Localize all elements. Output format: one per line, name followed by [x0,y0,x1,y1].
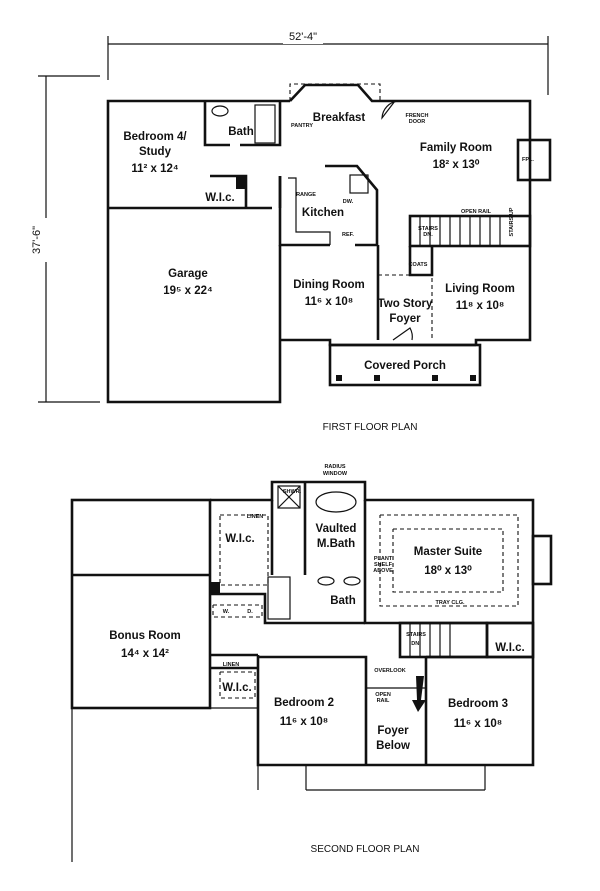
note-fireplace: FPL. [522,157,534,163]
room-bath-label: Bath [228,126,254,138]
second-floor-walls [70,480,553,862]
note-rail: RAIL [377,698,390,704]
room-breakfast-label: Breakfast [313,112,366,124]
note-shower: SHWR. [283,489,302,495]
note-french: FRENCH [406,113,429,119]
room-dining-size: 11⁶ x 10⁸ [305,296,353,308]
note-window: WINDOW [323,471,348,477]
second-floor-labels: W.I.c. Vaulted M.Bath Master Suite 18⁰ x… [109,464,524,855]
note-stairs-up: STAIRS UP [509,207,515,236]
width-dimension-label: 52'-4" [289,31,317,43]
note-above: ABOVE [373,568,393,574]
room-porch-label: Covered Porch [364,360,446,372]
depth-dimension-label: 37'-6" [31,226,43,254]
room-living-size: 11⁸ x 10⁸ [456,300,505,312]
note-washer: W. [223,609,230,615]
room-bed3-wic-label: W.I.c. [495,642,524,654]
second-floor-title: SECOND FLOOR PLAN [311,844,420,855]
room-bedroom3-size: 11⁶ x 10⁸ [454,718,502,730]
room-dining-label: Dining Room [293,279,365,291]
first-floor-labels: Bedroom 4/ Study 11² x 12⁴ Bath Breakfas… [123,112,534,433]
room-bed2-wic-label: W.I.c. [222,682,251,694]
room-bedroom4-label2: Study [139,146,172,158]
room-master-label: Master Suite [414,546,482,558]
dimension-width: 52'-4" [107,30,549,95]
note-radius: RADIUS [324,464,345,470]
room-mbath-label2: M.Bath [317,538,355,550]
room-foyer-label: Two Story [378,298,433,310]
room-bedroom2-size: 11⁶ x 10⁸ [280,716,328,728]
note-door: DOOR [409,119,426,125]
room-wic-label: W.I.c. [205,192,234,204]
room-mbath-label: Vaulted [316,523,357,535]
note-linen: LINEN [247,514,264,520]
first-floor-walls [106,83,552,404]
note-overlook: OVERLOOK [374,668,406,674]
note-open-rail: OPEN RAIL [461,209,492,215]
room-bedroom4-label: Bedroom 4/ [123,131,187,143]
note-dishwasher: DW. [343,199,354,205]
note-stairs-dn: DN. [423,232,433,238]
room-foyer-label2: Foyer [389,313,421,325]
room-foyer-below-label: Foyer [377,725,409,737]
room-living-label: Living Room [445,283,515,295]
room-master-size: 18⁰ x 13⁰ [424,564,472,577]
note-open: OPEN [375,692,391,698]
note-coats: COATS [409,262,428,268]
room-bedroom2-label: Bedroom 2 [274,697,334,709]
dimension-depth: 37'-6" [31,75,100,403]
room-bonus-size: 14⁴ x 14² [121,648,169,660]
room-foyer-below-label2: Below [376,740,410,752]
note-tray-ceiling: TRAY CLG. [435,600,465,606]
room-garage-label: Garage [168,268,208,280]
note-stairs: STAIRS [418,226,438,232]
note-refrigerator: REF. [342,232,354,238]
room-garage-size: 19⁵ x 22⁴ [163,285,213,297]
note-range: RANGE [296,192,316,198]
note-pantry: PANTRY [291,123,313,129]
note-linen2: LINEN [223,662,240,668]
room-family-label: Family Room [420,142,492,154]
note-plant: PLANT [374,556,393,562]
room-family-size: 18² x 13⁰ [433,158,480,171]
overlook-arrow-icon [412,676,426,712]
room-bedroom3-label: Bedroom 3 [448,698,508,710]
room-bath2-label: Bath [330,595,356,607]
room-bonus-label: Bonus Room [109,630,181,642]
note-shelf: SHELF [374,562,393,568]
note-dryer: D. [247,609,253,615]
note-stairs: STAIRS [406,632,426,638]
room-master-wic-label: W.I.c. [225,533,254,545]
room-bedroom4-size: 11² x 12⁴ [131,163,179,175]
room-kitchen-label: Kitchen [302,207,344,219]
first-floor-title: FIRST FLOOR PLAN [323,422,418,433]
note-stairs-dn: DN. [411,641,421,647]
